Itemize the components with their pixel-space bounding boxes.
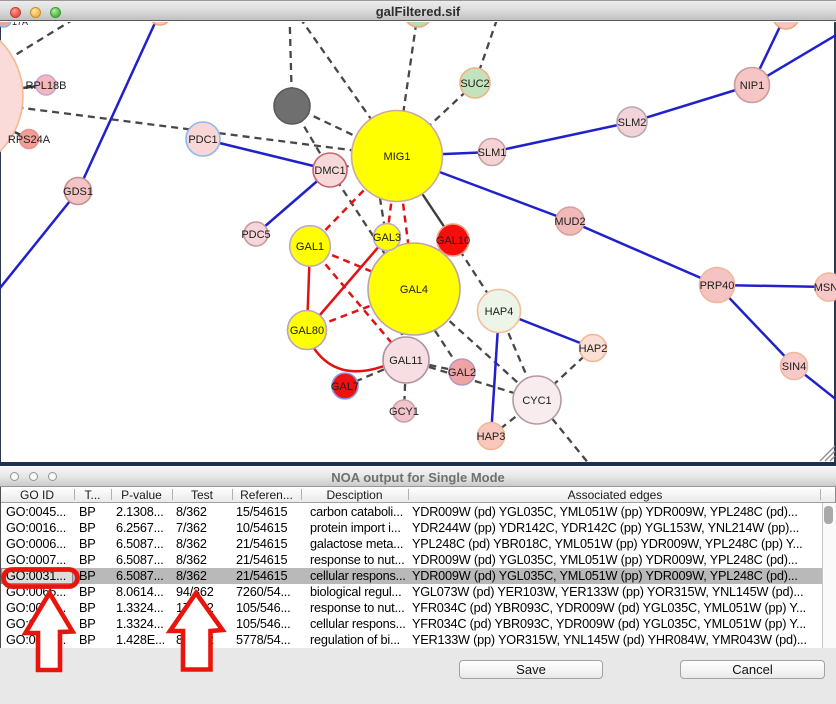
svg-text:CYC1: CYC1 <box>522 395 551 407</box>
svg-text:GAL3: GAL3 <box>373 232 401 244</box>
svg-text:PDC5: PDC5 <box>241 229 270 241</box>
svg-text:SLM2: SLM2 <box>618 117 647 129</box>
svg-text:PRP40: PRP40 <box>700 280 735 292</box>
svg-text:DMC1: DMC1 <box>314 165 345 177</box>
svg-text:GAL80: GAL80 <box>290 325 324 337</box>
svg-text:HAP4: HAP4 <box>485 306 514 318</box>
svg-text:HAP3: HAP3 <box>477 431 506 443</box>
svg-text:SUC2: SUC2 <box>460 78 489 90</box>
svg-text:RPL18B: RPL18B <box>26 80 67 92</box>
svg-text:GDS1: GDS1 <box>63 186 93 198</box>
svg-text:SIN4: SIN4 <box>782 361 806 373</box>
svg-text:17A: 17A <box>12 22 28 27</box>
svg-text:GAL7: GAL7 <box>331 381 359 393</box>
svg-text:MUD2: MUD2 <box>554 216 585 228</box>
svg-text:RPS24A: RPS24A <box>8 134 51 146</box>
svg-text:HAP2: HAP2 <box>579 343 608 355</box>
svg-text:MSN1: MSN1 <box>814 282 836 294</box>
svg-text:GAL4: GAL4 <box>400 284 428 296</box>
svg-text:GAL11: GAL11 <box>389 355 422 367</box>
svg-text:NIP1: NIP1 <box>740 80 764 92</box>
svg-text:GAL10: GAL10 <box>436 235 470 247</box>
svg-text:GCY1: GCY1 <box>389 406 419 418</box>
svg-text:GAL2: GAL2 <box>448 367 476 379</box>
svg-text:MIG1: MIG1 <box>384 151 411 163</box>
svg-text:PDC1: PDC1 <box>188 134 217 146</box>
svg-text:SLM1: SLM1 <box>478 147 507 159</box>
svg-text:GAL1: GAL1 <box>296 241 324 253</box>
